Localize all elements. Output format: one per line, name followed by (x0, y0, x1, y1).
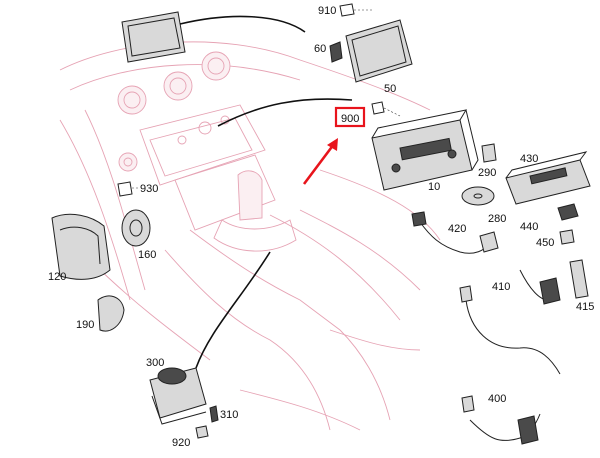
label-430: 430 (520, 153, 538, 165)
part-280-disc (461, 186, 495, 206)
part-440-connector (557, 203, 579, 221)
part-410-cable (459, 269, 561, 375)
label-450: 450 (536, 237, 554, 249)
part-900-screw (371, 101, 401, 117)
part-300-controller (149, 367, 207, 425)
label-120: 120 (48, 271, 66, 283)
highlight-arrowhead (327, 138, 338, 151)
part-420-cable (411, 211, 499, 254)
part-430-module (505, 151, 591, 205)
label-930: 930 (140, 183, 158, 195)
label-415: 415 (576, 301, 594, 313)
label-420: 420 (448, 223, 466, 235)
highlight-900 (302, 106, 366, 185)
part-160-speaker (121, 209, 151, 247)
label-50: 50 (384, 83, 396, 95)
label-920: 920 (172, 437, 190, 449)
label-160: 160 (138, 249, 156, 261)
label-440: 440 (520, 221, 538, 233)
part-labels: 910 60 50 900 10 430 290 280 440 450 420… (48, 5, 594, 449)
label-10: 10 (428, 181, 440, 193)
part-10-head-unit (371, 109, 479, 191)
label-190: 190 (76, 319, 94, 331)
part-190-cover (97, 295, 125, 332)
part-910-screw (339, 3, 372, 17)
label-290: 290 (478, 167, 496, 179)
part-400-cable (461, 395, 541, 445)
highlight-box (334, 106, 366, 128)
part-920-clip (195, 425, 209, 439)
label-280: 280 (488, 213, 506, 225)
part-450-plug (559, 229, 575, 245)
car-interior-outline (59, 41, 441, 431)
label-910: 910 (318, 5, 336, 17)
label-400: 400 (488, 393, 506, 405)
leader-lines (179, 15, 353, 369)
part-120-bracket (51, 213, 111, 280)
label-310: 310 (220, 409, 238, 421)
part-60-bracket (329, 41, 343, 63)
dash-display (121, 11, 186, 63)
label-300: 300 (146, 357, 164, 369)
label-900: 900 (341, 113, 359, 125)
highlight-arrow (302, 143, 336, 185)
label-410: 410 (492, 281, 510, 293)
part-50-display (345, 19, 413, 83)
label-60: 60 (314, 43, 326, 55)
part-415-module (569, 259, 589, 299)
part-310-screw (209, 405, 219, 423)
part-290-card (481, 143, 497, 163)
part-930-screw (117, 181, 140, 197)
